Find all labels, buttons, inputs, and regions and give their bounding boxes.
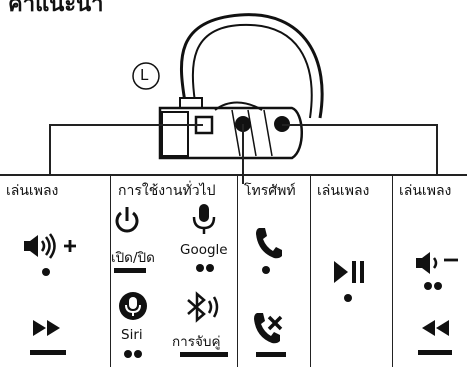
double-press-dot	[434, 282, 442, 290]
column-header-general: การใช้งานทั่วไป	[118, 183, 216, 199]
siri-icon	[119, 292, 147, 320]
power-label: เปิด/ปิด	[111, 250, 155, 266]
power-icon	[115, 207, 139, 233]
double-press-dot	[424, 282, 432, 290]
long-press-bar	[30, 350, 66, 355]
google-label: Google	[180, 242, 228, 258]
callout-line	[242, 124, 244, 184]
callout-line	[436, 124, 438, 174]
long-press-bar	[418, 350, 452, 355]
bluetooth-icon	[187, 291, 219, 323]
double-press-dot	[134, 350, 142, 358]
volume-down-icon	[416, 252, 458, 274]
single-press-dot	[344, 294, 352, 302]
phone-call-icon	[256, 228, 282, 259]
long-press-bar	[180, 352, 228, 357]
pair-label: การจับคู่	[172, 334, 221, 350]
earphone-illustration	[132, 13, 324, 160]
column-divider	[310, 174, 311, 367]
page-title: คำแนะนำ	[8, 0, 104, 17]
single-press-dot	[262, 266, 270, 274]
column-divider	[237, 174, 238, 367]
button-marker-label: L	[140, 66, 149, 84]
long-press-bar	[114, 268, 146, 273]
double-press-dot	[124, 350, 132, 358]
column-header-music-left: เล่นเพลง	[6, 183, 59, 199]
double-press-dot	[206, 264, 214, 272]
single-press-dot	[42, 268, 50, 276]
previous-track-icon	[422, 320, 449, 336]
double-press-dot	[196, 264, 204, 272]
callout-line	[49, 124, 51, 174]
column-header-music-mid: เล่นเพลง	[317, 183, 370, 199]
column-header-phone: โทรศัพท์	[244, 183, 296, 199]
table-top-border	[0, 174, 467, 176]
callout-line	[282, 124, 436, 126]
column-header-music-right: เล่นเพลง	[399, 183, 452, 199]
volume-up-icon	[24, 233, 76, 259]
play-pause-icon	[334, 261, 364, 283]
column-divider	[110, 174, 111, 367]
callout-line	[49, 124, 203, 126]
next-track-icon	[33, 320, 60, 336]
column-divider	[392, 174, 393, 367]
long-press-bar	[256, 352, 286, 357]
microphone-icon	[192, 204, 216, 234]
end-call-icon	[254, 313, 283, 344]
siri-label: Siri	[121, 327, 143, 343]
